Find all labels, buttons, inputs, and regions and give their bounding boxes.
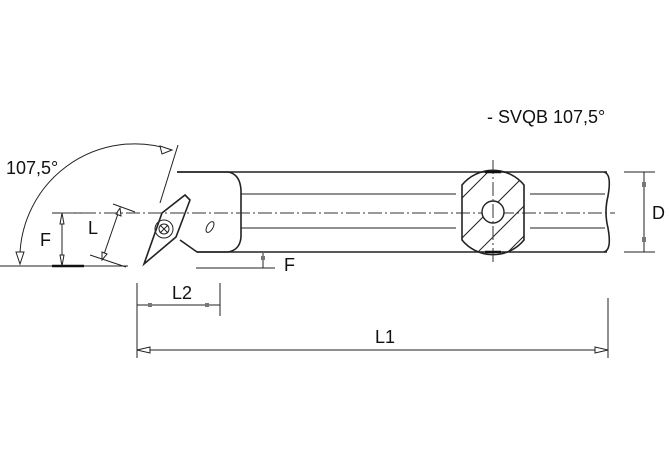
l-label: L — [88, 218, 98, 238]
section-view — [461, 160, 525, 264]
d-dimension: D — [624, 171, 665, 253]
d-label: D — [652, 203, 665, 223]
f-left-label: F — [40, 230, 51, 250]
f-bottom-dimension: F — [196, 253, 295, 275]
f-bottom-label: F — [284, 255, 295, 275]
angle-arc — [19, 143, 173, 265]
l-dimension: L — [88, 203, 136, 268]
l1-dimension: L1 — [136, 298, 609, 358]
l1-label: L1 — [375, 327, 395, 347]
arrowhead-icon — [15, 251, 25, 266]
angle-label: 107,5° — [6, 158, 58, 178]
insert-head — [142, 171, 242, 267]
shank — [60, 171, 615, 253]
l2-dimension: L2 — [136, 283, 221, 358]
angle-dimension: 107,5° — [6, 143, 179, 266]
l2-label: L2 — [172, 283, 192, 303]
f-left-dimension: F — [40, 212, 88, 267]
title-text: - SVQB 107,5° — [487, 107, 605, 127]
arrowhead-icon — [159, 145, 174, 155]
